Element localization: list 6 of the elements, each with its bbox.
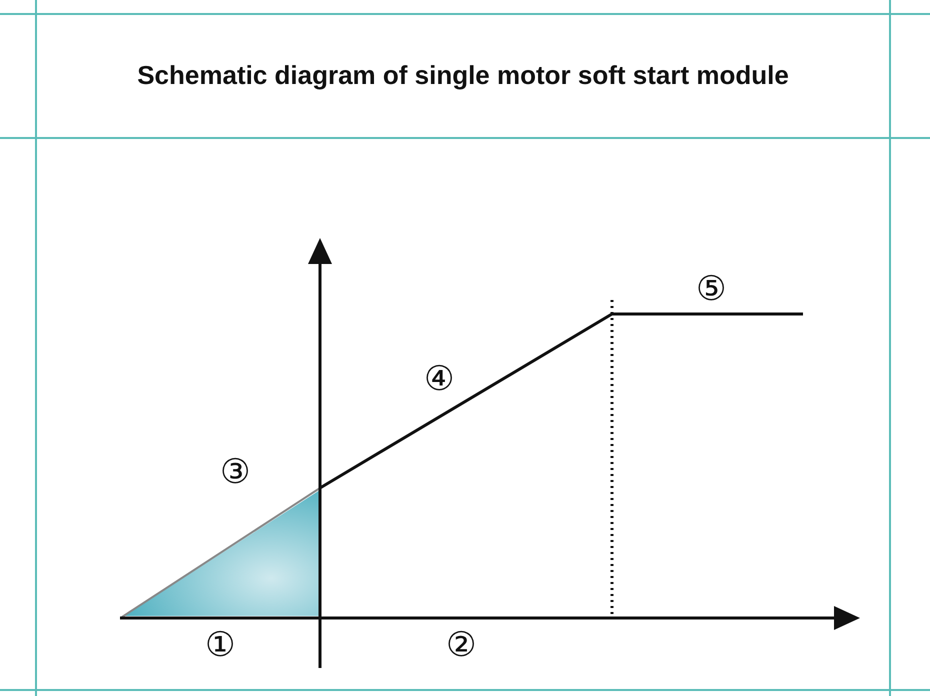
- callout-number: ⑤: [696, 272, 726, 306]
- callout-number: ④: [424, 362, 454, 396]
- callout-number: ①: [205, 628, 235, 662]
- callout-number: ②: [446, 628, 476, 662]
- callout-number: ③: [220, 455, 250, 489]
- title: Schematic diagram of single motor soft start module: [136, 60, 790, 91]
